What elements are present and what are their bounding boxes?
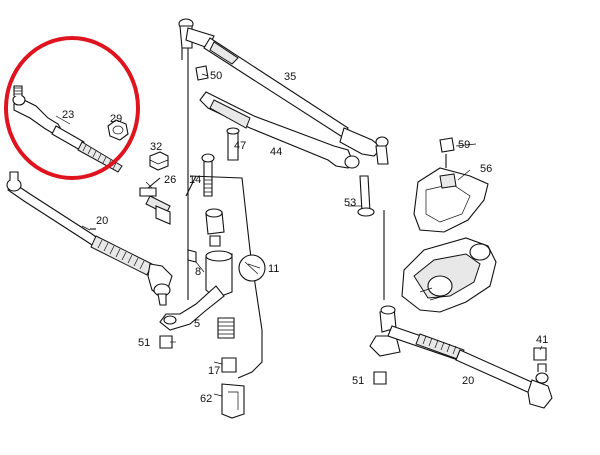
label-51-left: 51 [138, 337, 150, 349]
bracket-56-59 [413, 137, 489, 233]
left-tie-rod-assembly [6, 171, 173, 306]
label-56: 56 [480, 163, 492, 175]
label-23: 23 [62, 109, 74, 121]
highlight-circle [4, 36, 140, 180]
label-17: 17 [208, 365, 220, 377]
label-26: 26 [164, 174, 176, 186]
label-8: 8 [195, 266, 201, 278]
label-14: 14 [189, 174, 201, 186]
label-47: 47 [234, 140, 246, 152]
center-column-parts [159, 40, 266, 419]
hardware-32-26 [139, 151, 171, 225]
label-35: 35 [284, 71, 296, 83]
leader-lines [55, 73, 543, 397]
label-41: 41 [536, 334, 548, 346]
part-number-labels: 23 29 32 26 14 20 50 35 47 44 59 56 53 8… [62, 70, 548, 405]
label-20-left: 20 [96, 215, 108, 227]
label-50: 50 [210, 70, 222, 82]
tie-rod-end-assembly [12, 85, 129, 173]
label-11: 11 [268, 263, 279, 275]
label-5: 5 [194, 318, 200, 330]
label-32: 32 [150, 141, 162, 153]
label-44: 44 [270, 146, 282, 158]
label-20-right: 20 [462, 375, 474, 387]
label-59: 59 [458, 139, 470, 151]
label-62: 62 [200, 393, 212, 405]
steering-box-and-right-tie-rod [369, 210, 553, 409]
label-53: 53 [344, 197, 356, 209]
label-51-right: 51 [352, 375, 364, 387]
label-29: 29 [110, 113, 122, 125]
center-tie-rod-and-damper [178, 18, 389, 217]
